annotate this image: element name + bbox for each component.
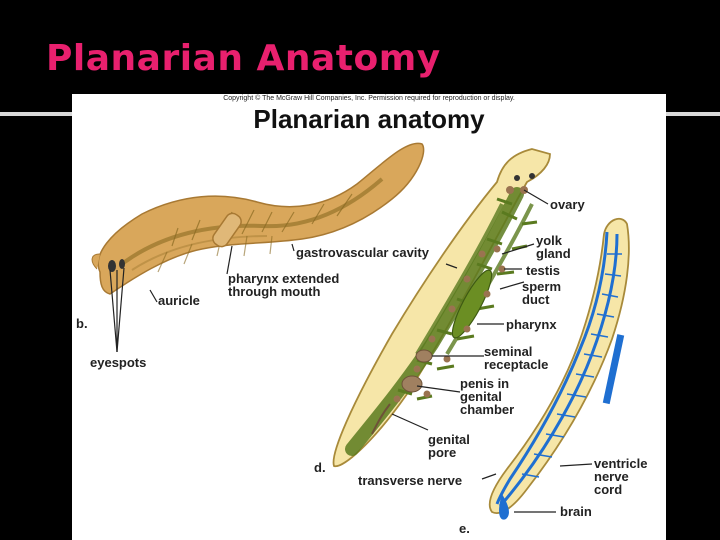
label-testis: testis [526,263,560,278]
panel-letter-e: e. [459,521,470,536]
label-cord: cord [594,482,623,497]
label-genital: genital [460,389,502,404]
panel-letter-b: b. [76,316,88,331]
planarian-dorsal-view [332,148,551,468]
label-duct: duct [522,292,550,307]
copyright-notice: Copyright © The McGraw Hill Companies, I… [223,95,515,102]
label-brain: brain [560,504,592,519]
label-pharynx: pharynx [506,317,557,332]
label-ovary: ovary [550,197,585,212]
label-gland: gland [536,246,571,261]
planarian-nervous-view [488,217,630,520]
label-pharynx-extended: pharynx extended [228,271,340,286]
anatomy-illustration [91,142,630,520]
label-genital-pore-line2: pore [428,445,457,460]
label-genital-pore-line1: genital [428,432,470,447]
anatomy-figure: Copyright © The McGraw Hill Companies, I… [72,94,666,540]
pointer-lines-e [481,463,593,513]
label-eyespots: eyespots [90,355,147,370]
label-ventricle: ventricle [594,456,648,471]
label-through-mouth: through mouth [228,284,321,299]
slide-title: Planarian Anatomy [46,38,441,79]
label-penis-in: penis in [460,376,510,391]
planarian-side-view [91,142,425,295]
label-sperm: sperm [522,279,562,294]
label-auricle: auricle [158,293,200,308]
label-seminal: seminal [484,344,533,359]
pointer-lines-b [109,243,295,353]
panel-letter-d: d. [314,460,326,475]
label-receptacle: receptacle [484,357,549,372]
figure-title: Planarian anatomy [253,104,485,134]
label-transverse-nerve: transverse nerve [358,473,463,488]
label-yolk: yolk [536,233,563,248]
label-chamber: chamber [460,402,515,417]
pointer-lines-d [391,189,549,431]
label-gastrovascular-cavity: gastrovascular cavity [296,245,429,260]
label-nerve: nerve [594,469,629,484]
